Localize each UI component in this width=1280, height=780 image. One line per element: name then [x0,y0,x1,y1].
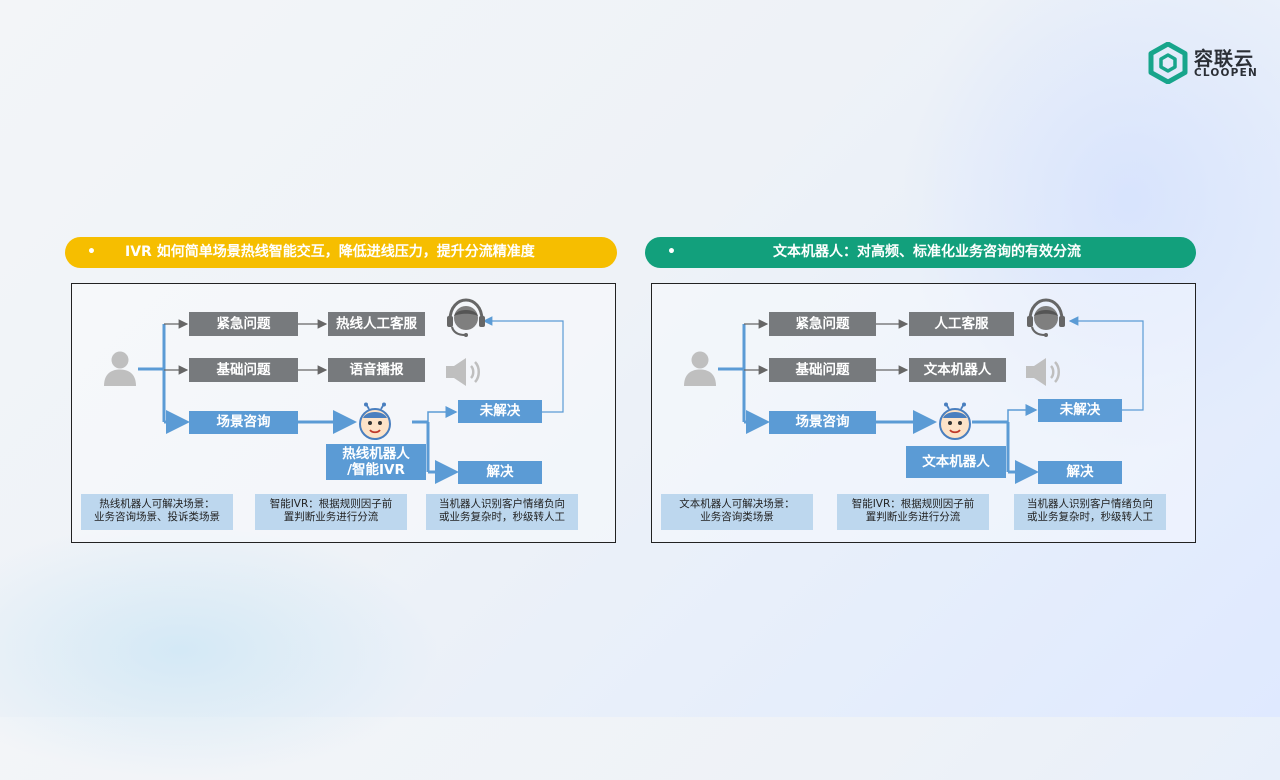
urgent-issue-label: 紧急问题 [795,316,850,332]
flow-connectors [138,316,564,484]
urgent-issue-box: 紧急问题 [189,312,298,336]
brand-sub: CLOOPEN [1194,67,1258,79]
unsolved-box: 未解决 [1038,399,1122,422]
note-smart-ivr: 智能IVR：根据规则因子前 置判断业务进行分流 [255,494,407,530]
note-line: 智能IVR：根据规则因子前 [269,498,393,510]
scene-inquiry-label: 场景咨询 [795,414,850,430]
unsolved-label: 未解决 [1059,402,1101,418]
unsolved-box: 未解决 [458,400,542,423]
text-robot-target-label: 文本机器人 [923,362,992,378]
user-icon [104,351,136,386]
text-robot-target-box: 文本机器人 [909,358,1006,382]
scene-inquiry-label: 场景咨询 [216,414,271,430]
speaker-icon [1026,358,1060,386]
text-robot-box: 文本机器人 [906,446,1006,478]
bullet: • [667,244,676,260]
unsolved-label: 未解决 [479,403,521,419]
speaker-icon [446,358,480,386]
urgent-issue-box: 紧急问题 [769,312,876,336]
right-section-header: • 文本机器人：对高频、标准化业务咨询的有效分流 [645,237,1196,268]
basic-issue-box: 基础问题 [769,358,876,382]
note-transfer-human: 当机器人识别客户情绪负向 或业务复杂时，秒级转人工 [1014,494,1166,530]
note-line: 置判断业务进行分流 [865,511,961,523]
left-flow-diagram: 紧急问题 基础问题 场景咨询 热线人工客服 语音播报 热线机器人 /智能IVR … [71,283,616,543]
basic-issue-label: 基础问题 [216,362,271,378]
note-transfer-human: 当机器人识别客户情绪负向 或业务复杂时，秒级转人工 [426,494,578,530]
note-robot-scenarios: 文本机器人可解决场景： 业务咨询类场景 [661,494,813,530]
text-robot-label: 文本机器人 [922,454,990,470]
note-line: 或业务复杂时，秒级转人工 [439,511,565,523]
bullet: • [87,244,96,260]
voice-broadcast-label: 语音播报 [349,362,404,378]
scene-inquiry-box: 场景咨询 [189,411,298,434]
urgent-issue-label: 紧急问题 [216,316,271,332]
left-section-header: • IVR 如何简单场景热线智能交互，降低进线压力，提升分流精准度 [65,237,617,268]
flow-connectors [718,316,1144,484]
right-section-title: 文本机器人：对高频、标准化业务咨询的有效分流 [773,244,1081,260]
solved-label: 解决 [1066,464,1094,480]
voice-broadcast-box: 语音播报 [328,358,425,382]
right-flow-diagram: 紧急问题 基础问题 场景咨询 人工客服 文本机器人 文本机器人 未解决 解决 文… [651,283,1196,543]
basic-issue-box: 基础问题 [189,358,298,382]
scene-inquiry-box: 场景咨询 [769,411,876,434]
robot-face-icon [359,402,391,440]
hotline-robot-box: 热线机器人 /智能IVR [326,444,426,480]
note-line: 当机器人识别客户情绪负向 [1027,498,1153,510]
note-line: 文本机器人可解决场景： [679,498,795,510]
hotline-robot-label-2: /智能IVR [347,462,405,478]
note-smart-ivr: 智能IVR：根据规则因子前 置判断业务进行分流 [837,494,989,530]
solved-label: 解决 [486,464,514,480]
logo-hexagon-icon [1148,42,1188,84]
robot-face-icon [939,402,971,440]
note-line: 业务咨询场景、投诉类场景 [94,511,220,523]
hotline-agent-label: 热线人工客服 [336,316,417,332]
note-line: 热线机器人可解决场景： [99,498,215,510]
note-line: 智能IVR：根据规则因子前 [851,498,975,510]
left-section-title: IVR 如何简单场景热线智能交互，降低进线压力，提升分流精准度 [125,244,535,260]
basic-issue-label: 基础问题 [795,362,850,378]
headset-agent-icon [1027,298,1065,337]
note-robot-scenarios: 热线机器人可解决场景： 业务咨询场景、投诉类场景 [81,494,233,530]
user-icon [684,351,716,386]
note-line: 业务咨询类场景 [700,511,774,523]
human-agent-box: 人工客服 [909,312,1014,336]
brand-logo: 容联云 CLOOPEN [1148,42,1258,84]
note-line: 置判断业务进行分流 [283,511,379,523]
hotline-agent-box: 热线人工客服 [328,312,425,336]
solved-box: 解决 [458,461,542,484]
solved-box: 解决 [1038,461,1122,484]
brand-name: 容联云 [1194,48,1255,70]
hotline-robot-label-1: 热线机器人 [342,446,410,462]
headset-agent-icon [447,298,485,337]
note-line: 或业务复杂时，秒级转人工 [1027,511,1153,523]
human-agent-label: 人工客服 [934,316,989,332]
note-line: 当机器人识别客户情绪负向 [439,498,565,510]
